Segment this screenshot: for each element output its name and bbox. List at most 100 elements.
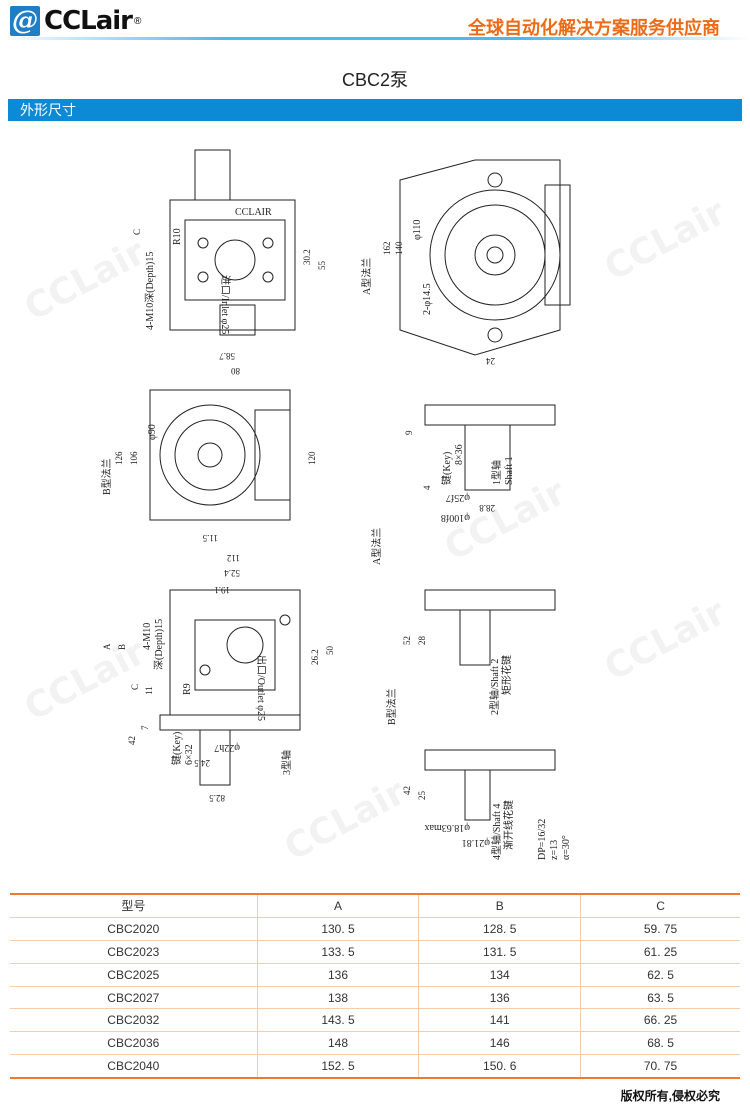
dimension-value: 80 (231, 366, 241, 376)
dimension-value: 112 (227, 553, 240, 563)
drawing-label: CCLAIR (235, 207, 272, 218)
drawing-label: φ100f8 (441, 512, 470, 523)
table-cell: 61. 25 (580, 940, 740, 964)
drawing-label: z=13 (549, 840, 560, 860)
table-cell: CBC2027 (10, 986, 258, 1010)
registered-mark: ® (134, 15, 142, 27)
drawing-label: 矩形花键 (500, 655, 513, 695)
table-cell: 62. 5 (580, 963, 740, 987)
table-cell: 150. 6 (418, 1054, 581, 1079)
dimension-value: 55 (317, 261, 327, 271)
dimension-value: 52 (402, 636, 412, 645)
drawing-label: B型法兰 (100, 458, 113, 495)
copyright-notice: 版权所有,侵权必究 (620, 1089, 720, 1103)
table-cell: 134 (418, 963, 581, 987)
drawing-label: 键(Key) (440, 452, 453, 485)
column-header: 型号 (10, 894, 258, 918)
dimension-value: 24.5 (194, 758, 210, 768)
table-cell: 141 (418, 1008, 581, 1033)
dimension-value: 4 (422, 485, 432, 490)
table-cell: 66. 25 (580, 1008, 740, 1033)
table-cell: 133. 5 (256, 940, 419, 964)
table-cell: 130. 5 (256, 917, 419, 941)
table-cell: 148 (256, 1031, 419, 1056)
table-cell: 128. 5 (418, 917, 581, 941)
dimension-value: 24 (486, 356, 496, 366)
logo-icon: @ (10, 6, 40, 36)
drawing-label: B型法兰 (385, 688, 398, 725)
dimension-value: B (117, 644, 127, 650)
dimension-value: 42 (127, 736, 137, 745)
drawing-label: 8×36 (454, 444, 465, 465)
table-cell: CBC2020 (10, 917, 258, 941)
dimension-value: 9 (404, 430, 414, 435)
drawing-label: DP=16/32 (537, 819, 548, 860)
dimension-value: 162 (382, 242, 392, 256)
table-cell: CBC2040 (107, 1059, 160, 1074)
table-cell: CBC2023 (10, 940, 258, 964)
table-cell: 138 (256, 986, 419, 1010)
drawing-label: φ110 (412, 220, 423, 240)
drawing-label: φ18.63max (425, 822, 471, 833)
table-cell: 131. 5 (418, 940, 581, 964)
drawing-label: 渐开线花键 (502, 800, 515, 850)
page-title: CBC2泵 (341, 70, 408, 90)
dimension-value: 50 (325, 646, 335, 656)
drawing-label: φ21.81 (462, 837, 490, 848)
dimension-value: 42 (402, 786, 412, 795)
drawing-label: R9 (182, 683, 193, 695)
drawing-label: 2-φ14.5 (422, 283, 433, 315)
dimension-value: 106 (129, 451, 139, 465)
drawing-label: 4-M10 (142, 623, 153, 650)
drawing-label: φ25f7 (446, 492, 470, 503)
drawing-label: 2型轴/Shaft 2 (488, 659, 501, 715)
drawing-label: α=30° (561, 835, 572, 860)
dimension-value: 120 (307, 451, 317, 465)
drawing-label: 进口/Inlet φ25 (219, 275, 231, 334)
dimension-value: 126 (114, 451, 124, 465)
slogan: 全球自动化解决方案服务供应商 (468, 18, 720, 38)
dimension-value: 82.5 (209, 793, 225, 803)
column-header: B (418, 894, 581, 918)
dimension-value: A (102, 643, 112, 650)
dimension-value: 7 (140, 725, 150, 730)
table-cell: 63. 5 (580, 986, 740, 1010)
header-divider (0, 37, 750, 40)
drawing-label: φ22h7 (214, 742, 240, 753)
drawing-label: R10 (172, 228, 183, 245)
dimension-drawing: CCLAIR A型法兰 B型法兰 A型法兰 B型法兰 1型轴 Shaft 1 2… (100, 149, 572, 860)
dimension-value: 25 (417, 791, 427, 801)
drawing-label: 4-M10深(Depth)15 (144, 252, 156, 330)
section-header: 外形尺寸 (8, 99, 742, 121)
table-cell: 136 (256, 963, 419, 987)
dimension-value: 28 (417, 636, 427, 646)
dimension-value: 11.5 (202, 533, 218, 543)
table-cell: 70. 75 (580, 1054, 740, 1079)
dimension-value: 52.4 (224, 568, 240, 578)
dimension-value: 30.2 (302, 249, 312, 265)
drawing-label: A型法兰 (360, 258, 373, 295)
table-cell: 146 (418, 1031, 581, 1056)
dimension-value: 19.1 (214, 585, 230, 595)
drawing-label: 深(Depth)15 (153, 619, 165, 670)
table-cell: CBC2036 (10, 1031, 258, 1056)
drawing-label: Shaft 1 (504, 456, 515, 485)
drawing-label: 4型轴/Shaft 4 (490, 804, 503, 860)
table-cell: 59. 75 (580, 917, 740, 941)
drawing-label: 3型轴 (280, 750, 293, 775)
brand-logo[interactable]: @ CCLair ® (10, 6, 141, 36)
table-cell: 152. 5 (256, 1054, 419, 1079)
table-cell: CBC2025 (10, 963, 258, 987)
dimension-value: 28.8 (479, 503, 495, 513)
drawing-label: A型法兰 (370, 528, 383, 565)
drawing-label: 出口/Outlet φ25 (255, 655, 268, 721)
